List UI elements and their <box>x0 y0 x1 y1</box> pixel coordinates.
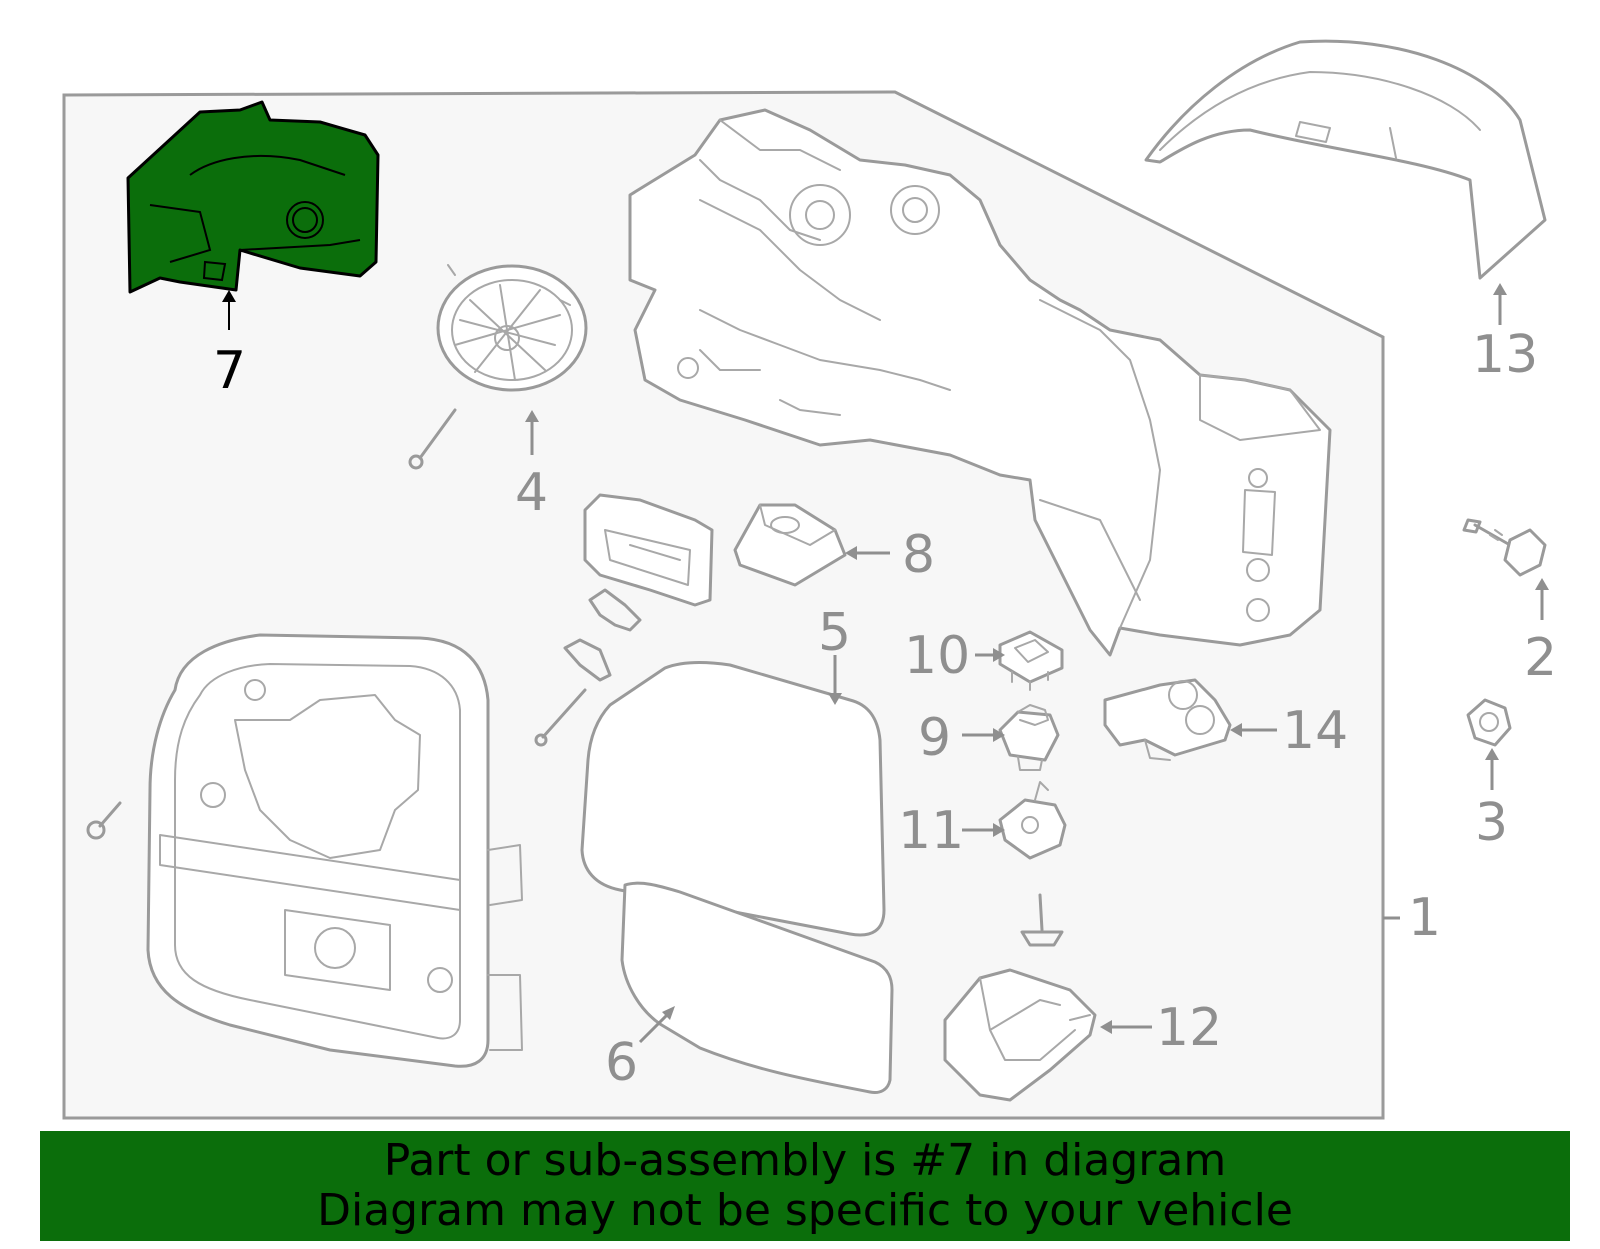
part-6-lower-glass[interactable] <box>620 881 894 1094</box>
screw-part-4 <box>408 408 457 470</box>
callout-9: 9 <box>918 708 951 768</box>
motor-cover-plate[interactable] <box>583 493 714 607</box>
callout-1: 1 <box>1408 888 1441 948</box>
callout-6: 6 <box>605 1033 638 1093</box>
callout-10: 10 <box>904 626 970 686</box>
part-9-switch[interactable] <box>998 704 1060 771</box>
part-7-highlighted-bracket[interactable] <box>126 100 380 294</box>
part-14-harness[interactable] <box>1103 678 1232 761</box>
part-11-bracket[interactable] <box>998 781 1067 860</box>
mirror-backing-plate[interactable] <box>146 633 523 1068</box>
callout-13: 13 <box>1472 325 1538 385</box>
main-housing[interactable] <box>628 108 1332 657</box>
banner-line-2: Diagram may not be specific to your vehi… <box>317 1185 1293 1236</box>
callout-14: 14 <box>1282 701 1348 761</box>
part-5-mirror-glass[interactable] <box>580 660 886 937</box>
part-2-bolt[interactable] <box>1462 518 1547 577</box>
clip-set <box>534 588 642 747</box>
part-3-nut[interactable] <box>1466 698 1512 747</box>
part-10-connector[interactable] <box>998 630 1064 691</box>
callout-5: 5 <box>818 603 851 663</box>
part-12-lamp-housing[interactable] <box>943 968 1097 1102</box>
callout-8: 8 <box>902 525 935 585</box>
part-13-mirror-cap[interactable] <box>1144 39 1547 280</box>
callout-11: 11 <box>898 801 964 861</box>
leader-lines <box>222 283 1549 1044</box>
part-4-motor[interactable] <box>436 264 588 392</box>
callout-4: 4 <box>515 463 548 523</box>
callout-2: 2 <box>1524 628 1557 688</box>
part-8-actuator[interactable] <box>733 503 847 587</box>
info-banner: Part or sub-assembly is #7 in diagram Di… <box>40 1131 1570 1241</box>
screw-part-12 <box>1020 893 1064 947</box>
banner-line-1: Part or sub-assembly is #7 in diagram <box>383 1135 1227 1186</box>
callout-12: 12 <box>1156 998 1222 1058</box>
callout-7: 7 <box>213 341 246 401</box>
screw-backing-plate <box>86 801 122 840</box>
callout-3: 3 <box>1475 793 1508 853</box>
